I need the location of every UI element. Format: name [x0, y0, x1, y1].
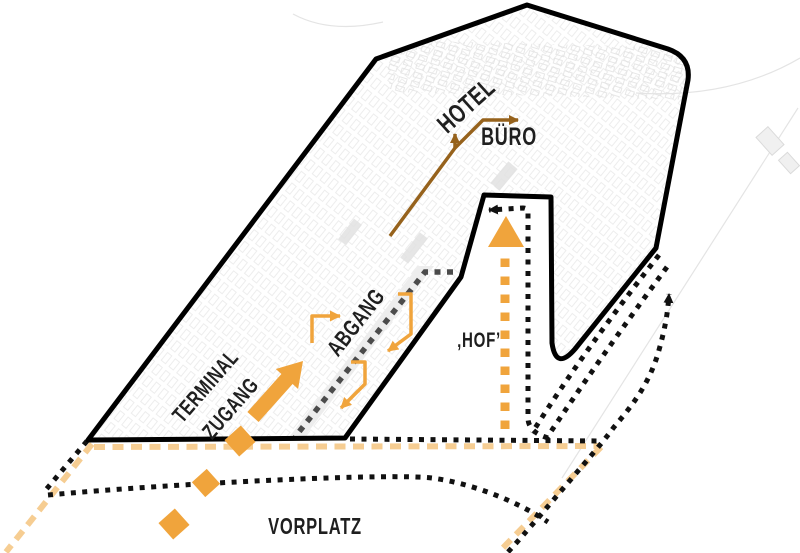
- buero-route-arrow: [388, 115, 519, 238]
- fan-dotted-arrow-up: [506, 293, 674, 553]
- entrance-diamond-2: [191, 468, 221, 498]
- hof-access-arrow: [488, 216, 524, 429]
- faint-road-curve: [635, 57, 800, 95]
- boundary-dotted-bottom-horizontal: [349, 436, 602, 444]
- forecourt-edge-pale-left-diagonal: [3, 442, 95, 553]
- fan-dotted-line-1: [529, 253, 661, 435]
- forecourt-edge-pale-horizontal: [93, 443, 602, 450]
- hof-arrow-head: [488, 216, 524, 247]
- abgang-down-arrow-lower: [339, 360, 367, 410]
- terminal-access-arrow: [247, 361, 303, 422]
- abgang-down-arrow-upper: [386, 292, 413, 353]
- abgang-side-arrow-right: [310, 310, 341, 343]
- entrance-diamond-3: [158, 508, 190, 540]
- fan-dotted-line-2: [543, 265, 670, 441]
- faint-building: [755, 126, 785, 156]
- hof-dotted-path-arrow-left: [488, 204, 549, 441]
- vorplatz-label: VORPLATZ: [268, 514, 362, 539]
- faint-building: [777, 151, 800, 175]
- boundary-dotted-left-corner: [42, 439, 89, 494]
- abgang-ramp-dashed-line: [292, 269, 453, 439]
- entrance-diamonds: [158, 425, 256, 540]
- plan-top-band: [385, 40, 689, 100]
- entrance-diamond-1: [224, 425, 256, 457]
- buero-label: BÜRO: [481, 122, 537, 151]
- faint-road-top: [292, 13, 384, 28]
- hof-label: ‚HOF’: [457, 327, 501, 351]
- faint-road-diagonal: [561, 107, 799, 479]
